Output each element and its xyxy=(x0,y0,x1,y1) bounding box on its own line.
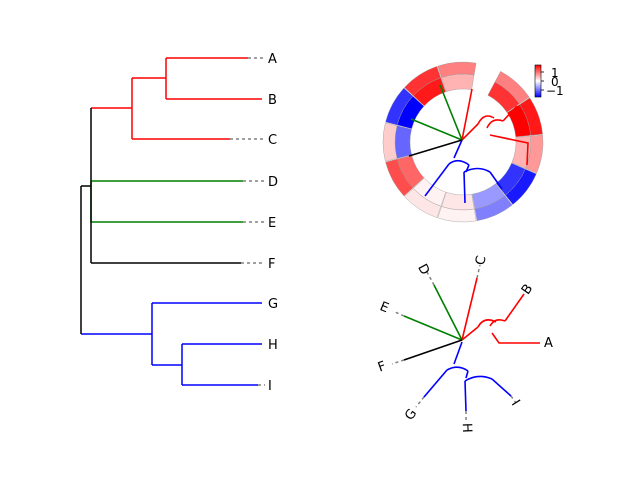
c-label-a: A xyxy=(544,336,553,351)
c-node-ghi xyxy=(446,366,469,372)
c-label-h: H xyxy=(459,423,474,433)
heatmap-cell-r0-8 xyxy=(394,125,412,159)
ch-branch-b xyxy=(502,105,518,122)
heatmap-cell-r1-2 xyxy=(525,134,544,174)
rect-clade-blue xyxy=(81,302,262,386)
heatmap-cell-r1-0 xyxy=(494,71,530,105)
heatmap-cell-r1-11 xyxy=(437,61,477,78)
ch-branch-a xyxy=(489,134,529,166)
c-leader-f xyxy=(391,359,405,365)
c-label-g: G xyxy=(402,406,420,423)
circ-root xyxy=(403,339,463,361)
circ-heat-root xyxy=(408,139,463,157)
rect-tree xyxy=(80,57,265,386)
c-branch-b xyxy=(504,293,525,322)
circ-leaders xyxy=(391,264,517,422)
c-node-hi xyxy=(464,375,493,382)
heatmap-cell-r1-7 xyxy=(385,158,414,197)
c-label-b: B xyxy=(519,282,536,298)
heatmap-cell-r1-3 xyxy=(505,168,537,205)
circ-heat-branches xyxy=(408,84,529,204)
circ-heat-clade-red xyxy=(461,88,529,166)
ch-branch-abc xyxy=(461,123,479,141)
rect-label-d: D xyxy=(268,175,278,190)
rect-label-i: I xyxy=(268,379,272,394)
colorbar-label-bottom: −1 xyxy=(546,84,564,98)
ch-branch-g xyxy=(424,163,450,197)
ch-branch-e xyxy=(410,118,463,141)
c-branch-a xyxy=(491,332,540,344)
c-label-f: F xyxy=(376,359,388,376)
c-leader-d xyxy=(426,271,435,286)
rect-label-e: E xyxy=(268,216,276,231)
heatmap-cell-r0-11 xyxy=(441,73,475,92)
circ-heatmap-tree: 1 0 −1 xyxy=(382,61,564,223)
circ-clade-red xyxy=(461,277,540,344)
heatmap-cell-r1-9 xyxy=(385,87,414,126)
rect-label-c: C xyxy=(268,133,277,148)
colorbar-label-top: 1 xyxy=(551,66,559,80)
heatmap-cell-r1-1 xyxy=(519,97,543,136)
ch-node-ghi xyxy=(448,159,470,166)
rect-clade-red xyxy=(91,57,262,140)
colorbar: 1 0 −1 xyxy=(534,64,564,98)
c-leader-i xyxy=(510,395,517,404)
c-label-d: D xyxy=(414,262,432,278)
colorbar-gradient xyxy=(534,64,542,98)
c-branch-c xyxy=(461,277,478,341)
circ-heat-clade-green xyxy=(410,84,463,141)
c-branch-i xyxy=(491,378,512,397)
c-branch-ghi xyxy=(453,341,463,365)
heatmap-ring xyxy=(382,61,544,223)
circ-clade-green xyxy=(403,284,463,341)
c-branch-g xyxy=(423,369,448,398)
c-label-c: C xyxy=(473,254,490,266)
colorbar-label-mid: 0 xyxy=(551,75,559,89)
ch-branch-c xyxy=(461,88,473,141)
ch-branch-f xyxy=(408,139,463,157)
ch-branch-ghi xyxy=(453,139,463,159)
heatmap-cell-r0-5 xyxy=(441,192,475,211)
heatmap-cell-r1-6 xyxy=(404,188,442,218)
ch-node-ab xyxy=(486,119,504,129)
circ-clade-blue xyxy=(423,341,512,412)
rect-label-h: H xyxy=(268,338,278,353)
rect-label-g: G xyxy=(268,297,278,312)
circ-branches xyxy=(403,277,540,412)
ch-branch-i xyxy=(489,171,503,190)
ch-branch-h xyxy=(463,171,466,204)
c-leader-c xyxy=(476,264,481,279)
rect-clade-green xyxy=(90,180,243,223)
c-branch-abc xyxy=(461,326,479,341)
c-branch-hi xyxy=(465,370,469,379)
rect-leaf-labels: A B C D E F G H I xyxy=(268,52,278,394)
c-branch-e xyxy=(403,315,463,341)
heatmap-cell-r1-5 xyxy=(437,206,477,223)
ch-node-abc xyxy=(477,115,495,125)
heatmap-cell-r1-8 xyxy=(382,122,398,162)
heatmap-cell-r1-10 xyxy=(404,66,442,96)
circ-tree: A B C D E F G H I xyxy=(376,254,553,433)
c-label-i: I xyxy=(508,398,523,409)
rect-label-f: F xyxy=(268,257,275,272)
ch-branch-d xyxy=(439,84,463,141)
heatmap-cell-r1-4 xyxy=(474,195,513,221)
rect-label-b: B xyxy=(268,93,277,108)
circ-heat-clade-blue xyxy=(424,139,503,204)
rect-root xyxy=(80,108,241,334)
c-branch-f xyxy=(403,339,463,361)
c-branch-h xyxy=(464,380,467,412)
c-node-ab xyxy=(489,319,506,327)
c-leader-e xyxy=(392,310,405,317)
c-leader-g xyxy=(415,396,425,408)
rect-label-a: A xyxy=(268,52,277,67)
ch-node-hi xyxy=(463,167,491,173)
rect-leaders xyxy=(230,57,265,386)
c-label-e: E xyxy=(377,299,390,316)
c-branch-d xyxy=(433,284,463,341)
